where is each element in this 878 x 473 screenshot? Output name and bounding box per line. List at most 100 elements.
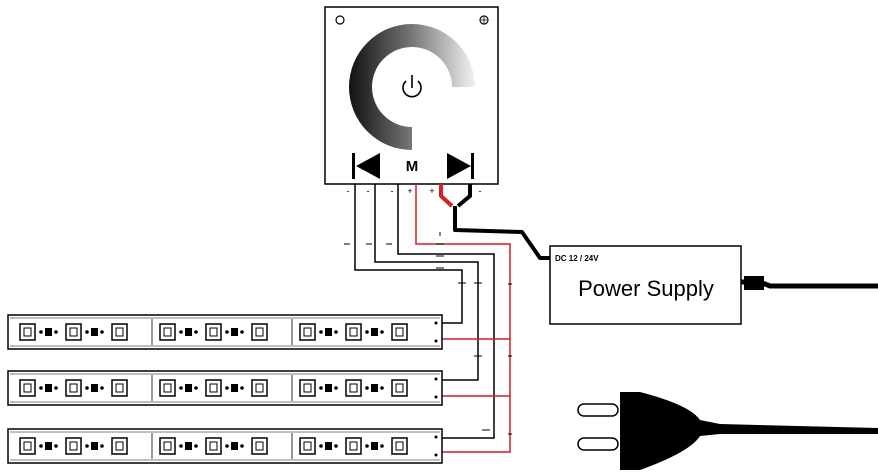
led-chip-core [69,327,78,337]
terminal-icon [434,453,438,457]
led-chip-core [209,383,218,393]
output-wires [354,184,495,439]
resistor-dot-icon [194,386,198,390]
resistor-icon [325,328,332,336]
resistor-dot-icon [39,386,43,390]
previous-button-icon [352,153,380,179]
terminal-icon [434,395,438,399]
resistor-dot-icon [225,330,229,334]
next-button-icon [447,153,474,179]
led-chip-core [303,441,312,451]
resistor-icon [231,442,238,450]
resistor-dot-icon [380,330,384,334]
led-chip-core [209,327,218,337]
resistor-dot-icon [365,330,369,334]
terminal-icon [434,321,438,325]
resistor-icon [325,384,332,392]
led-strips [7,314,443,464]
pin-label: + [407,186,412,196]
resistor-icon [371,442,378,450]
resistor-dot-icon [240,444,244,448]
resistor-dot-icon [194,444,198,448]
strip-body [7,314,443,350]
pin-label: - [391,186,394,196]
resistor-dot-icon [319,444,323,448]
wire-tick-marks [344,232,512,435]
power-icon [402,75,422,98]
resistor-dot-icon [365,444,369,448]
led-strip [7,314,443,350]
mode-label: M [406,158,419,175]
resistor-dot-icon [319,386,323,390]
led-chip-core [349,441,358,451]
resistor-dot-icon [54,330,58,334]
resistor-dot-icon [39,330,43,334]
power-supply: DC 12 / 24V Power Supply [549,245,878,325]
resistor-dot-icon [194,330,198,334]
resistor-dot-icon [380,386,384,390]
resistor-dot-icon [179,444,183,448]
resistor-dot-icon [179,386,183,390]
power-supply-spec: DC 12 / 24V [555,254,599,263]
resistor-dot-icon [240,386,244,390]
resistor-icon [371,384,378,392]
resistor-dot-icon [334,330,338,334]
power-supply-title: Power Supply [578,276,714,301]
led-chip-core [69,383,78,393]
led-chip-core [303,327,312,337]
led-chip-core [115,441,124,451]
resistor-dot-icon [100,444,104,448]
resistor-dot-icon [85,444,89,448]
mount-hole-icon [335,15,345,25]
resistor-icon [91,442,98,450]
led-chip-core [255,327,264,337]
resistor-dot-icon [334,386,338,390]
led-chip-core [23,327,32,337]
mains-plug-icon [577,392,878,470]
resistor-dot-icon [319,330,323,334]
led-chip-core [163,383,172,393]
led-chip-core [255,383,264,393]
led-strip [7,428,443,464]
led-chip-core [303,383,312,393]
resistor-icon [45,328,52,336]
led-chip-core [395,441,404,451]
led-chip-core [69,441,78,451]
ring-white-wedge [412,87,476,151]
resistor-icon [371,328,378,336]
led-chip-core [23,441,32,451]
resistor-dot-icon [100,386,104,390]
resistor-dot-icon [380,444,384,448]
pin-label: - [367,186,370,196]
led-chip-core [115,383,124,393]
resistor-dot-icon [39,444,43,448]
led-chip-core [163,327,172,337]
resistor-icon [45,442,52,450]
resistor-icon [45,384,52,392]
pin-label: - [479,186,482,196]
resistor-icon [185,442,192,450]
led-chip-core [209,441,218,451]
resistor-dot-icon [365,386,369,390]
resistor-dot-icon [225,386,229,390]
resistor-icon [231,328,238,336]
resistor-dot-icon [54,444,58,448]
pin-label: + [429,186,434,196]
led-strip [7,370,443,406]
resistor-icon [91,384,98,392]
resistor-dot-icon [54,386,58,390]
controller-input-leads [439,184,550,260]
led-chip-core [395,383,404,393]
resistor-dot-icon [85,386,89,390]
terminal-icon [434,339,438,343]
pin-label: - [347,186,350,196]
resistor-icon [185,328,192,336]
touch-controller: M - - - + + - [324,6,499,196]
resistor-dot-icon [179,330,183,334]
positive-wires [415,184,511,453]
terminal-icon [434,435,438,439]
led-chip-core [255,441,264,451]
resistor-dot-icon [100,330,104,334]
resistor-icon [91,328,98,336]
